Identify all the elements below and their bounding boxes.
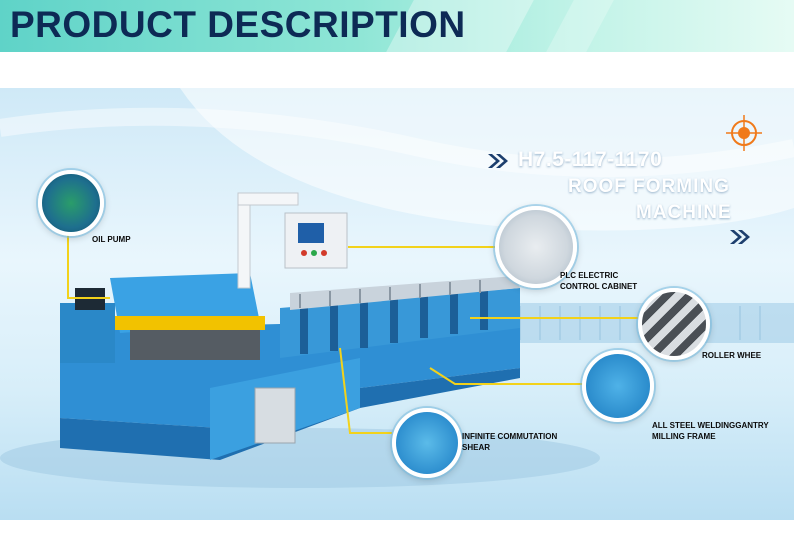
machine-title-line2: MACHINE: [636, 202, 732, 223]
roller-callout-circle: [638, 288, 710, 360]
target-icon: [726, 115, 762, 151]
plc-label-line1: PLC ELECTRIC: [560, 271, 619, 280]
double-chevron-right-icon: [488, 154, 508, 168]
double-chevron-right-icon: [730, 230, 750, 244]
plc-label-line2: CONTROL CABINET: [560, 282, 638, 291]
shear-callout-circle: [392, 408, 462, 478]
header-stripe: [546, 0, 614, 52]
shear-label-line1: INFINITE COMMUTATION: [462, 432, 558, 441]
oil-pump-label: OIL PUMP: [92, 235, 131, 244]
frame-callout-circle: [582, 350, 654, 422]
machine-model: H7.5-117-1170: [518, 148, 663, 171]
shear-label-line2: SHEAR: [462, 443, 491, 452]
frame-label-line2: MILLING FRAME: [652, 432, 716, 441]
header-banner: PRODUCT DESCRIPTION: [0, 0, 794, 52]
product-scene: H7.5-117-1170 ROOF FORMING MACHINE OIL P…: [0, 88, 794, 520]
machine-illustration: [0, 88, 794, 488]
frame-label-line1: ALL STEEL WELDINGGANTRY: [652, 421, 769, 430]
machine-title-line1: ROOF FORMING: [568, 176, 730, 197]
plc-callout-circle: [495, 206, 577, 288]
oil-pump-callout-circle: [38, 170, 104, 236]
page-title: PRODUCT DESCRIPTION: [10, 4, 466, 45]
roller-label: ROLLER WHEE: [702, 351, 762, 360]
